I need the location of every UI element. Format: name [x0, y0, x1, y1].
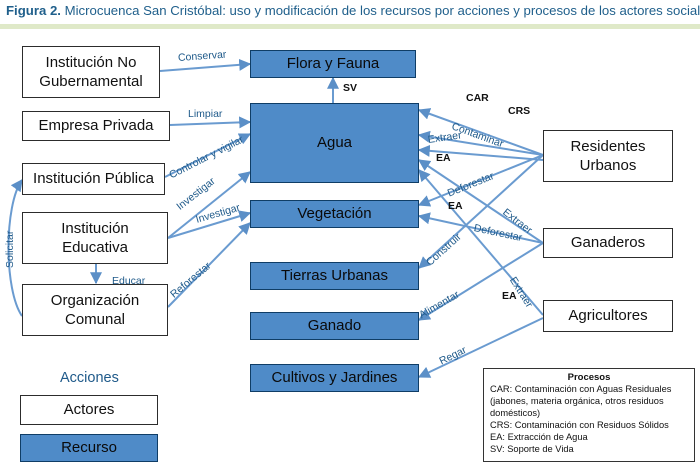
- actor-residentes-label: Residentes Urbanos: [570, 137, 646, 175]
- code-crs: CRS: [508, 105, 531, 117]
- resource-ganado: Ganado: [250, 312, 419, 340]
- arrow-residentes-tierras: [418, 154, 544, 269]
- code-ea-ganaderos: EA: [448, 200, 463, 212]
- action-limpiar: Limpiar: [188, 108, 223, 120]
- actor-ganaderos: Ganaderos: [543, 228, 673, 258]
- arrow-comunal-publica: [7, 179, 23, 317]
- arrow-ganaderos-ganado: [417, 242, 544, 321]
- actor-educativa-label: Institución Educativa: [61, 219, 129, 257]
- arrow-residentes-agua: [417, 108, 544, 156]
- figure-caption-text: Microcuenca San Cristóbal: uso y modific…: [64, 3, 700, 18]
- action-educar: Educar: [112, 275, 146, 287]
- actor-ganaderos-label: Ganaderos: [570, 234, 646, 252]
- resource-agua-label: Agua: [316, 134, 353, 152]
- actor-institucion-publica: Institución Pública: [22, 163, 165, 195]
- procesos-title: Procesos: [567, 372, 611, 383]
- code-car: CAR: [466, 92, 489, 104]
- arrow-publica-agua: [164, 133, 252, 178]
- actor-publica-label: Institución Pública: [33, 170, 154, 188]
- figure-caption: Figura 2. Microcuenca San Cristóbal: uso…: [6, 3, 700, 18]
- arrow-ganaderos-agua: [418, 159, 544, 244]
- resource-tierras-urbanas: Tierras Urbanas: [250, 262, 419, 290]
- arrow-ganaderos-vegetacion: [417, 212, 544, 244]
- actor-institucion-educativa: Institución Educativa: [22, 212, 168, 264]
- procesos-line-car: CAR: Contaminación con Aguas Residuales …: [490, 384, 672, 418]
- actor-ong-label: Institución No Gubernamental: [39, 53, 143, 91]
- procesos-line-ea: EA: Extracción de Agua: [490, 431, 588, 442]
- resource-vegetacion-label: Vegetación: [297, 205, 372, 223]
- arrow-educativa-agua: [167, 171, 251, 239]
- action-solicitar: Solicitar: [4, 230, 16, 268]
- procesos-line-sv: SV: Soporte de Vida: [490, 443, 574, 454]
- procesos-line-crs: CRS: Contaminación con Residuos Sólidos: [490, 419, 669, 430]
- arrow-comunal-vegetacion: [167, 222, 251, 308]
- actor-agricultores: Agricultores: [543, 300, 673, 332]
- actor-agricultores-label: Agricultores: [568, 307, 648, 325]
- resource-cultivos-label: Cultivos y Jardines: [271, 369, 398, 387]
- procesos-legend: Procesos CAR: Contaminación con Aguas Re…: [483, 368, 695, 462]
- resource-flora-fauna: Flora y Fauna: [250, 50, 416, 78]
- resource-tierras-label: Tierras Urbanas: [281, 267, 388, 285]
- code-ea-residentes: EA: [436, 152, 451, 164]
- arrow-residentes-agua2: [417, 130, 544, 156]
- actor-ong: Institución No Gubernamental: [22, 46, 160, 98]
- legend-actors: Actores: [20, 395, 158, 425]
- legend-actors-label: Actores: [63, 401, 115, 419]
- legend-title: Acciones: [60, 370, 119, 386]
- resource-agua: Agua: [250, 103, 419, 183]
- arrow-agricultores-cultivos: [417, 317, 544, 378]
- actor-comunal-label: Organización Comunal: [50, 291, 140, 329]
- resource-flora-label: Flora y Fauna: [286, 55, 380, 73]
- figure-caption-label: Figura 2.: [6, 3, 61, 18]
- code-ea-agricultores: EA: [502, 290, 517, 302]
- actor-empresa-label: Empresa Privada: [38, 117, 154, 135]
- code-sv: SV: [343, 82, 358, 94]
- legend-resource-label: Recurso: [61, 439, 117, 457]
- arrow-residentes-vegetacion: [417, 154, 544, 207]
- legend-resource: Recurso: [20, 434, 158, 462]
- resource-ganado-label: Ganado: [307, 317, 362, 335]
- arrow-empresa-agua: [169, 116, 252, 129]
- actor-organizacion-comunal: Organización Comunal: [22, 284, 168, 336]
- arrow-educativa-vegetacion: [167, 210, 252, 239]
- actor-empresa-privada: Empresa Privada: [22, 111, 170, 141]
- resource-vegetacion: Vegetación: [250, 200, 419, 228]
- arrow-agricultores-agua: [418, 169, 544, 316]
- actor-residentes-urbanos: Residentes Urbanos: [543, 130, 673, 182]
- caption-divider: [0, 24, 700, 29]
- resource-cultivos-jardines: Cultivos y Jardines: [250, 364, 419, 392]
- arrow-ong-flora: [159, 58, 252, 72]
- arrow-residentes-agua-ea: [417, 144, 544, 161]
